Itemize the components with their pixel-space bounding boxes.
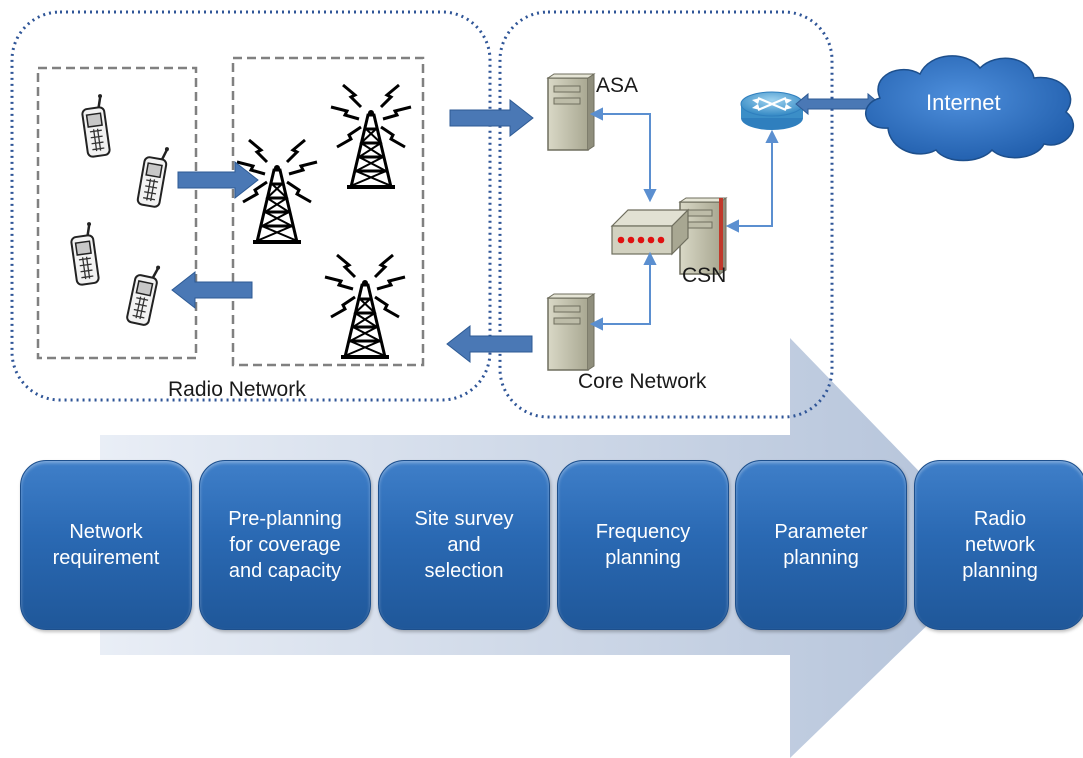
uplink-arrow [177,160,259,200]
mobile-devices-group [36,66,198,360]
radio-network-label: Radio Network [168,378,306,401]
downlink-arrow [171,270,253,310]
mobile-phone-icon [125,260,162,328]
radio-to-core-arrow [449,98,534,138]
radio-network-region [10,10,492,402]
step-label: Pre-planning for coverage and capacity [228,508,342,582]
csn-label: CSN [682,264,727,287]
internet-label: Internet [926,90,1001,115]
step-label: Radio network planning [962,508,1038,582]
step-site-survey: Site survey and selection [378,460,550,630]
base-stations-group [231,56,425,367]
asa-label: ASA [596,74,639,97]
radio-tower-icon [323,253,407,359]
cloud-icon [864,55,1074,162]
switch-icon [610,208,690,256]
step-label: Parameter planning [774,521,868,569]
core-to-radio-arrow [446,324,533,364]
mobile-phone-icon [78,92,112,159]
step-label: Frequency planning [595,521,691,569]
step-label: Site survey and selection [414,508,514,582]
process-flow-arrow [100,338,1000,758]
step-radio-network-planning: Radio network planning [914,460,1083,630]
mobile-phone-icon [67,220,101,287]
server-icon [547,293,595,371]
step-network-requirement: Network requirement [20,460,192,630]
step-frequency-planning: Frequency planning [557,460,729,630]
step-parameter-planning: Parameter planning [735,460,907,630]
mobile-phone-icon [135,142,171,209]
step-pre-planning: Pre-planning for coverage and capacity [199,460,371,630]
server-icon [547,73,595,151]
step-label: Network requirement [52,521,160,569]
radio-tower-icon [235,138,319,244]
router-icon [740,91,804,130]
core-connectors [589,107,779,331]
radio-tower-icon [329,83,413,189]
core-network-label: Core Network [578,370,707,393]
